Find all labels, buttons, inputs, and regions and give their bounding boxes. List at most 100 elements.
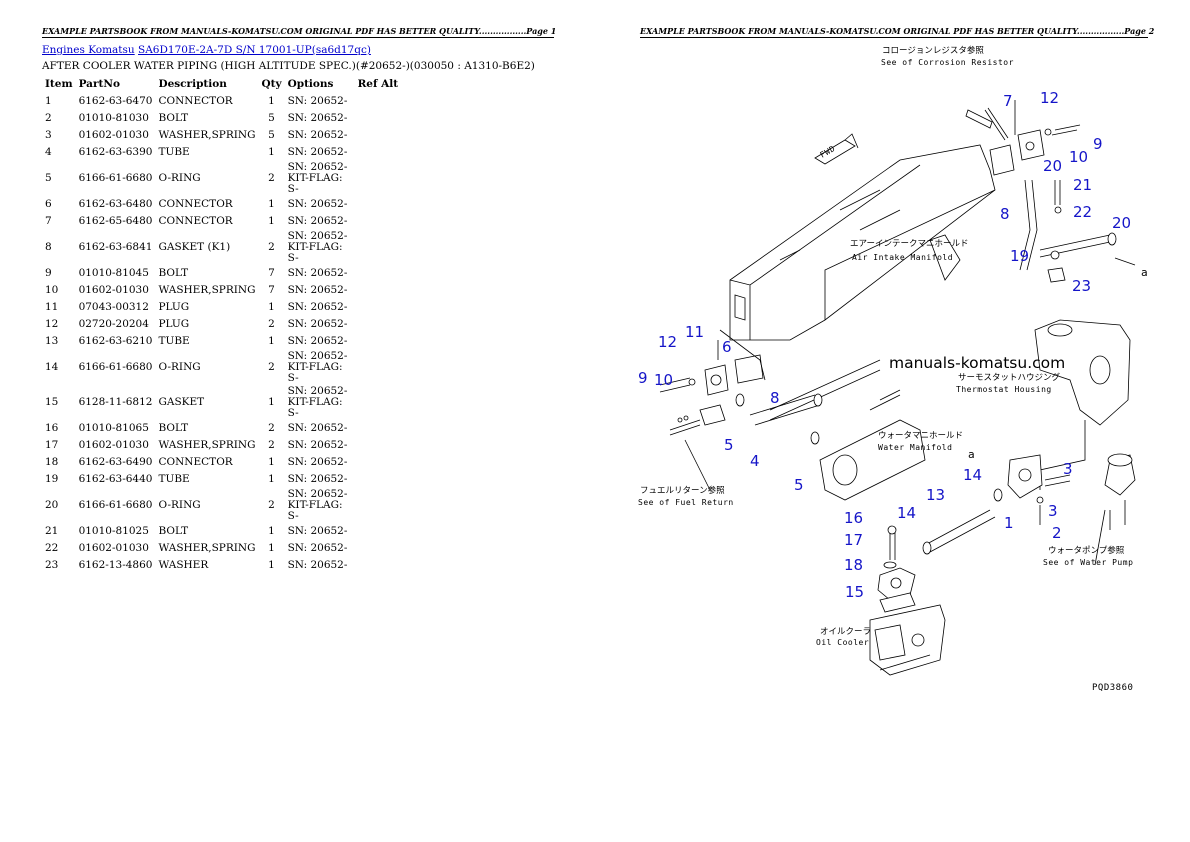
- fuel-label-jp: フュエルリターン参照: [640, 485, 725, 496]
- cell-options: SN: 20652-: [285, 557, 355, 574]
- cell-description: WASHER,SPRING: [158, 542, 256, 554]
- option-serial: SN: 20652-: [287, 215, 348, 227]
- cell-ref-alt: [355, 144, 405, 161]
- cell-ref-alt: [355, 557, 405, 574]
- cell-ref-alt: [355, 299, 405, 316]
- option-serial: SN: 20652-: [287, 488, 348, 500]
- cell-qty: 1: [268, 95, 275, 107]
- cell-item: 4: [45, 146, 52, 158]
- cell-options: SN: 20652-: [285, 333, 355, 350]
- callout-20: 20: [1112, 214, 1131, 232]
- cell-item: 13: [45, 335, 59, 347]
- callout-12: 12: [658, 333, 677, 351]
- cell-description: BOLT: [158, 112, 189, 124]
- cell-item: 8: [45, 241, 52, 253]
- cell-description: TUBE: [158, 146, 190, 158]
- cell-description: WASHER: [158, 559, 209, 571]
- option-serial: SN: 20652-: [287, 146, 348, 158]
- option-serial: SN: 20652-: [287, 422, 348, 434]
- callout-9: 9: [1093, 135, 1103, 153]
- cell-partno: 6128-11-6812: [78, 396, 153, 408]
- cell-partno: 6162-63-6841: [78, 241, 153, 253]
- cell-qty: 5: [268, 112, 275, 124]
- page-1-header: EXAMPLE PARTSBOOK FROM MANUALS-KOMATSU.C…: [42, 26, 557, 38]
- callout-13: 13: [926, 486, 945, 504]
- cell-ref-alt: [355, 385, 405, 420]
- option-serial: SN: 20652-: [287, 559, 348, 571]
- cell-ref-alt: [355, 282, 405, 299]
- cell-partno: 6162-63-6440: [78, 473, 153, 485]
- cell-item: 19: [45, 473, 59, 485]
- corrosion-connector-group: [965, 100, 1136, 283]
- cell-options: SN: 20652-: [285, 523, 355, 540]
- cell-options: SN: 20652-: [285, 437, 355, 454]
- cell-item: 20: [45, 499, 59, 511]
- cell-ref-alt: [355, 471, 405, 488]
- option-kit-flag: KIT-FLAG: S-: [287, 499, 343, 522]
- callout-8: 8: [770, 389, 780, 407]
- cell-ref-alt: [355, 437, 405, 454]
- breadcrumb-link-model[interactable]: SA6D170E-2A-7D S/N 17001-UP(sa6d17qc): [138, 44, 371, 56]
- cell-options: SN: 20652-: [285, 420, 355, 437]
- breadcrumb-link-engines[interactable]: Engines Komatsu: [42, 44, 135, 56]
- cell-qty: 7: [268, 284, 275, 296]
- cell-partno: 6162-63-6470: [78, 95, 153, 107]
- cell-ref-alt: [355, 93, 405, 110]
- cell-description: WASHER,SPRING: [158, 129, 256, 141]
- cell-qty: 2: [268, 422, 275, 434]
- cell-qty: 1: [268, 198, 275, 210]
- col-header-qty: Qty: [261, 77, 282, 90]
- cell-description: BOLT: [158, 422, 189, 434]
- cell-item: 14: [45, 361, 59, 373]
- cell-ref-alt: [355, 316, 405, 333]
- cell-item: 1: [45, 95, 52, 107]
- thermo-label-jp: サーモスタットハウジング: [958, 372, 1061, 383]
- cell-partno: 07043-00312: [78, 301, 149, 313]
- cell-partno: 02720-20204: [78, 318, 149, 330]
- cell-qty: 1: [268, 559, 275, 571]
- callout-21: 21: [1073, 176, 1092, 194]
- callout-3: 3: [1063, 460, 1073, 478]
- option-serial: SN: 20652-: [287, 267, 348, 279]
- cell-item: 7: [45, 215, 52, 227]
- parts-table: Item PartNo Description Qty Options Ref …: [42, 77, 405, 574]
- cell-partno: 6162-65-6480: [78, 215, 153, 227]
- callout-14: 14: [963, 466, 982, 484]
- cell-options: SN: 20652-: [285, 299, 355, 316]
- cell-item: 9: [45, 267, 52, 279]
- cell-item: 15: [45, 396, 59, 408]
- callout-5: 5: [794, 476, 804, 494]
- cell-ref-alt: [355, 265, 405, 282]
- cell-partno: 01602-01030: [78, 542, 149, 554]
- option-serial: SN: 20652-: [287, 129, 348, 141]
- cell-ref-alt: [355, 230, 405, 265]
- cell-qty: 7: [268, 267, 275, 279]
- intake-label-jp: エアーインテークマニホールド: [850, 239, 969, 249]
- cell-item: 12: [45, 318, 59, 330]
- cell-partno: 6162-63-6390: [78, 146, 153, 158]
- cell-partno: 01010-81045: [78, 267, 149, 279]
- option-kit-flag: KIT-FLAG: S-: [287, 396, 343, 419]
- cell-ref-alt: [355, 110, 405, 127]
- cell-item: 2: [45, 112, 52, 124]
- oil-cooler-group: [869, 525, 946, 676]
- col-header-item: Item: [45, 77, 73, 90]
- cell-ref-alt: [355, 488, 405, 523]
- cell-description: GASKET: [158, 396, 205, 408]
- cell-partno: 01602-01030: [78, 284, 149, 296]
- parts-diagram: FWD: [638, 45, 1148, 693]
- air-intake-manifold: [729, 144, 996, 341]
- cell-ref-alt: [355, 127, 405, 144]
- cell-partno: 6162-63-6480: [78, 198, 153, 210]
- option-kit-flag: KIT-FLAG: S-: [287, 241, 343, 264]
- cell-description: PLUG: [158, 318, 190, 330]
- cell-qty: 2: [268, 318, 275, 330]
- pump-label-en: See of Water Pump: [1043, 558, 1133, 567]
- cell-qty: 2: [268, 499, 275, 511]
